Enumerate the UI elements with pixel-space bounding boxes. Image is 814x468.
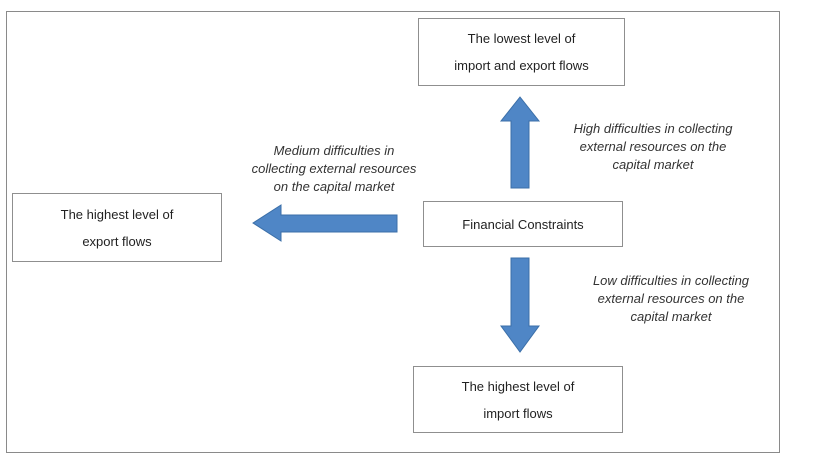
label-line: collecting external resources: [251, 161, 417, 176]
box-highest-export: The highest level of export flows: [12, 193, 222, 262]
box-line: import and export flows: [454, 58, 589, 73]
arrow-down-shape: [500, 257, 540, 353]
arrow-up: [499, 96, 541, 189]
label-line: Low difficulties in collecting: [592, 273, 750, 288]
label-line: on the capital market: [273, 179, 395, 194]
box-line: The highest level of: [461, 378, 575, 394]
label-line: external resources on the: [579, 139, 727, 154]
box-line: import flows: [483, 405, 553, 421]
box-lowest-import-export: The lowest level of import and export fl…: [418, 18, 625, 86]
arrow-down: [500, 257, 540, 353]
label-line: capital market: [612, 157, 694, 172]
label-line: Medium difficulties in: [273, 143, 395, 158]
box-line: The lowest level of: [467, 31, 576, 46]
box-line: Financial Constraints: [462, 216, 584, 232]
label-line: external resources on the: [597, 291, 745, 306]
label-low-difficulties: Low difficulties in collecting external …: [566, 272, 776, 326]
box-financial-constraints: Financial Constraints: [423, 201, 623, 247]
label-high-difficulties: High difficulties in collecting external…: [548, 120, 758, 174]
arrow-left-shape: [252, 204, 398, 242]
diagram-frame: [6, 11, 780, 453]
box-highest-import: The highest level of import flows: [413, 366, 623, 433]
arrow-left: [252, 204, 398, 242]
arrow-up-shape: [499, 96, 541, 189]
label-line: capital market: [630, 309, 712, 324]
label-line: High difficulties in collecting: [573, 121, 733, 136]
label-medium-difficulties: Medium difficulties in collecting extern…: [226, 142, 442, 196]
box-line: The highest level of: [60, 206, 174, 222]
box-line: export flows: [82, 233, 152, 249]
